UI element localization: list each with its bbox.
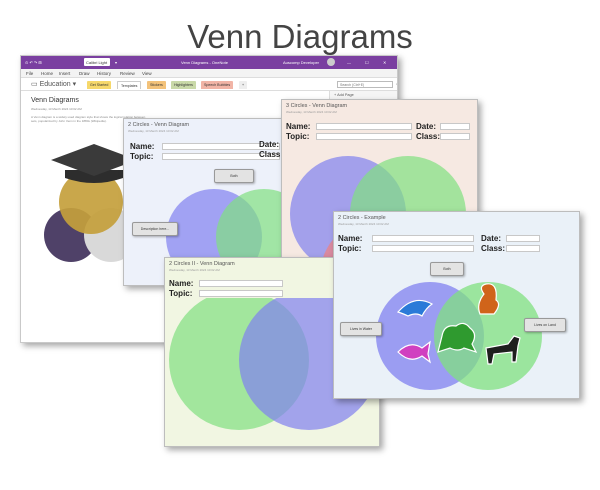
both-button[interactable]: Both [430, 262, 464, 276]
card-subtitle: Wednesday, 13 March 2024 10:02 AM [128, 129, 179, 133]
page-text-line-1: A Venn diagram is a widely used diagram … [31, 115, 146, 119]
date-field[interactable] [506, 235, 540, 242]
name-label: Name: [130, 142, 155, 151]
name-field[interactable] [162, 143, 280, 150]
example-diagram [376, 282, 542, 390]
date-label: Date: [481, 234, 502, 243]
menu-review[interactable]: Review [120, 71, 135, 76]
dropdown-icon[interactable]: ▾ [115, 60, 118, 65]
card-title: 3 Circles - Venn Diagram [286, 103, 348, 109]
date-field[interactable] [440, 123, 470, 130]
search-input[interactable]: Search (Ctrl+E) [337, 81, 393, 88]
section-tab-get-started[interactable]: Get Started [87, 81, 112, 89]
name-label: Name: [169, 279, 194, 288]
card-subtitle: Wednesday, 13 March 2024 10:02 AM [169, 268, 220, 272]
class-label: Class: [481, 244, 506, 253]
both-button[interactable]: Both [214, 169, 254, 183]
class-label: Class: [416, 132, 441, 141]
topic-field[interactable] [316, 133, 412, 140]
avatar[interactable] [327, 58, 335, 66]
squirrel-icon [478, 283, 500, 315]
topic-field[interactable] [199, 290, 283, 297]
maximize-icon[interactable]: ☐ [365, 60, 369, 65]
notebook-name: Education [39, 81, 71, 88]
topic-label: Topic: [130, 152, 154, 161]
venn-circle-gold [59, 170, 123, 234]
user-name[interactable]: Auscomp Developer [283, 60, 320, 65]
topic-label: Topic: [169, 289, 193, 298]
section-tab-highlighters[interactable]: Highlighters [171, 81, 196, 89]
topic-field[interactable] [372, 245, 474, 252]
date-label: Date: [416, 122, 437, 131]
mortarboard-icon [51, 144, 137, 176]
section-tab-speech-bubbles[interactable]: Speech Bubbles [201, 81, 234, 89]
name-label: Name: [338, 234, 363, 243]
window-title: Venn Diagrams - OneNote [181, 60, 228, 65]
title-bar: ⊙ ↶ ↷ ⊞ Calibri Light ▾ Venn Diagrams - … [21, 56, 397, 69]
class-field[interactable] [440, 133, 470, 140]
minimize-icon[interactable]: — [347, 60, 351, 65]
section-tab-templates[interactable]: Templates [117, 81, 142, 89]
date-label: Date: [259, 140, 280, 149]
name-label: Name: [286, 122, 311, 131]
font-name-box[interactable]: Calibri Light [84, 58, 110, 66]
page-text-line-2: sets, popularized by John Venn in the 18… [31, 119, 107, 123]
menu-home[interactable]: Home [41, 71, 54, 76]
card-title: 2 Circles II - Venn Diagram [169, 261, 235, 267]
section-tab-stickers[interactable]: Stickers [147, 81, 166, 89]
dog-icon [485, 335, 521, 365]
page-heading: Venn Diagrams [187, 18, 413, 55]
search-icon[interactable]: ⌕ [396, 81, 397, 87]
page-title: Venn Diagrams [31, 97, 79, 104]
name-field[interactable] [199, 280, 283, 287]
add-page-button[interactable]: + Add Page [334, 93, 354, 97]
topic-label: Topic: [338, 244, 362, 253]
topic-field[interactable] [162, 153, 280, 160]
card-title: 2 Circles - Example [338, 215, 386, 221]
notebook-bar: ▭ Education ▾ Get Started Templates Stic… [21, 78, 397, 91]
add-section-button[interactable]: + [239, 81, 248, 89]
class-field[interactable] [506, 245, 540, 252]
page-date: Wednesday, 13 March 2024 10:02 AM [31, 107, 82, 111]
card-subtitle: Wednesday, 13 March 2024 10:02 AM [338, 222, 389, 226]
close-icon[interactable]: ✕ [383, 60, 387, 65]
window-controls-left-icon[interactable]: ⊙ ↶ ↷ ⊞ [25, 60, 42, 65]
topic-label: Topic: [286, 132, 310, 141]
menu-draw[interactable]: Draw [79, 71, 90, 76]
menu-bar: File Home Insert Draw History Review Vie… [21, 69, 397, 78]
lives-in-water-button[interactable]: Lives in Water [340, 322, 382, 336]
menu-view[interactable]: View [142, 71, 152, 76]
notebook-icon: ▭ [31, 81, 40, 88]
card-subtitle: Wednesday, 13 March 2024 10:02 AM [286, 110, 337, 114]
notebook-selector[interactable]: ▭ Education ▾ [31, 81, 77, 88]
menu-history[interactable]: History [97, 71, 112, 76]
venn-circle-land [434, 282, 542, 390]
card-example: 2 Circles - Example Wednesday, 13 March … [333, 211, 580, 399]
name-field[interactable] [316, 123, 412, 130]
frog-icon [437, 322, 478, 354]
class-label: Class: [259, 150, 284, 159]
description-button[interactable]: Description here... [132, 222, 178, 236]
menu-file[interactable]: File [26, 71, 34, 76]
dolphin-icon [396, 299, 434, 317]
name-field[interactable] [372, 235, 474, 242]
menu-insert[interactable]: Insert [59, 71, 71, 76]
lives-on-land-button[interactable]: Lives on Land [524, 318, 566, 332]
card-title: 2 Circles - Venn Diagram [128, 122, 190, 128]
cap-base-icon [65, 170, 123, 183]
fish-icon [397, 340, 431, 364]
